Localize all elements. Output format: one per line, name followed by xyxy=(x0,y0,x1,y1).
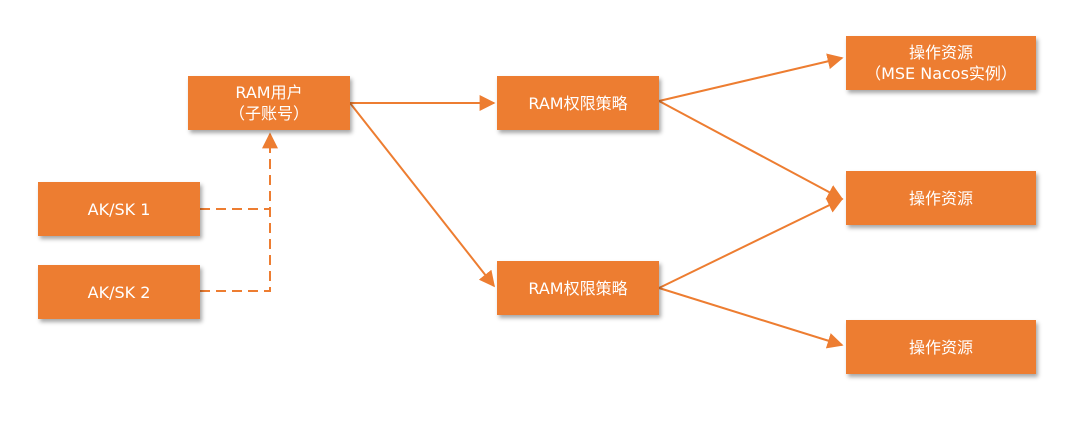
resource3-label: 操作资源 xyxy=(908,337,973,357)
edge-ram-user-to-policy2 xyxy=(349,102,495,288)
resource2-label: 操作资源 xyxy=(908,188,973,208)
policy2-label: RAM权限策略 xyxy=(528,278,628,298)
aksk2-node: AK/SK 2 xyxy=(38,265,200,319)
ram-user-label: RAM用户 xyxy=(235,83,303,102)
edge-policy2-to-resource2 xyxy=(658,198,844,289)
aksk2-label: AK/SK 2 xyxy=(87,282,151,302)
resource1-node: 操作资源 （MSE Nacos实例） xyxy=(846,36,1036,90)
resource2-node: 操作资源 xyxy=(846,171,1036,225)
ram-user-sublabel: （子账号） xyxy=(228,104,309,123)
aksk1-label: AK/SK 1 xyxy=(87,199,151,219)
edge-policy1-to-resource1 xyxy=(658,53,844,102)
policy2-node: RAM权限策略 xyxy=(497,261,659,315)
aksk1-node: AK/SK 1 xyxy=(38,182,200,236)
policy1-node: RAM权限策略 xyxy=(497,76,659,130)
resource1-label: 操作资源 xyxy=(908,43,973,62)
policy1-label: RAM权限策略 xyxy=(528,93,628,113)
edge-policy1-to-resource2 xyxy=(658,100,844,200)
resource3-node: 操作资源 xyxy=(846,320,1036,374)
resource1-sublabel: （MSE Nacos实例） xyxy=(865,64,1017,83)
ram-user-node: RAM用户 （子账号） xyxy=(188,76,350,130)
edge-policy2-to-resource3 xyxy=(658,287,844,349)
edge-aksk2-to-ram-user xyxy=(200,132,278,292)
